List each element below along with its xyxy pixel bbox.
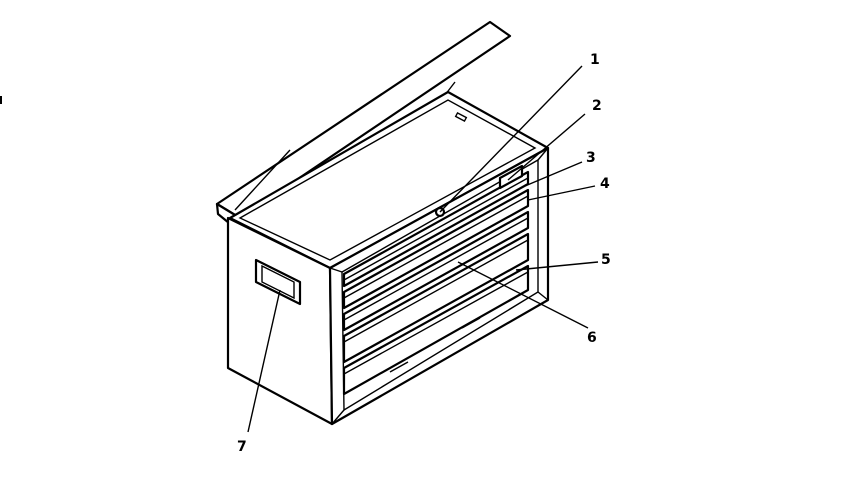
- edge-mark: [0, 96, 2, 104]
- drawers: [342, 170, 530, 396]
- drawer-2: [342, 188, 530, 310]
- leader-lines: [247, 65, 599, 433]
- callout-5: 5: [601, 252, 611, 268]
- drawer-4: [342, 232, 530, 364]
- drawer-3: [342, 210, 530, 332]
- callout-4: 4: [600, 176, 610, 192]
- callout-2: 2: [592, 98, 602, 114]
- callout-labels: 1 2 3 4 5 6 7: [237, 52, 611, 455]
- callout-3: 3: [586, 150, 596, 166]
- callout-7: 7: [237, 439, 247, 455]
- callout-6: 6: [587, 330, 597, 346]
- drawer-5: [342, 264, 530, 396]
- side-handle: [254, 258, 302, 306]
- callout-1: 1: [590, 52, 600, 68]
